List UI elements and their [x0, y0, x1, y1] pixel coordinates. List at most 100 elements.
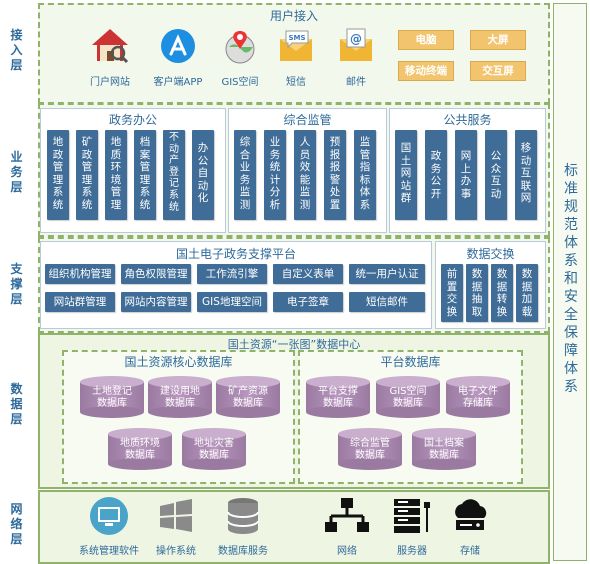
network-topology-icon [325, 498, 369, 532]
net-os-label: 操作系统 [156, 546, 196, 557]
pub-item-mobile[interactable]: 移动互联网 [515, 130, 537, 220]
db-suffix: 数据库 [233, 398, 263, 409]
terminal-bigscreen[interactable]: 大屏 [470, 30, 526, 50]
db-suffix: 数据库 [165, 398, 195, 409]
access-mail[interactable]: @ 邮件 [326, 27, 386, 88]
layer-label-business: 业务层 [10, 150, 24, 194]
db-supervision[interactable]: 综合监管数据库 [338, 428, 402, 470]
standards-security-text: 标准规范体系和安全保障体系 [564, 163, 578, 395]
layer-label-support: 支撑层 [10, 262, 24, 306]
windows-icon [160, 499, 192, 532]
support-role[interactable]: 角色权限管理 [121, 264, 191, 284]
net-server[interactable]: 服务器 [388, 496, 436, 557]
net-network-label: 网络 [337, 546, 357, 557]
db-suffix: 数据库 [355, 450, 385, 461]
terminal-mobile[interactable]: 移动终端 [398, 61, 454, 81]
app-store-icon [161, 29, 195, 63]
support-content[interactable]: 网站内容管理 [121, 292, 191, 312]
sup-item-stats[interactable]: 业务统计分析 [264, 130, 286, 220]
monitor-gear-icon [90, 497, 128, 535]
gov-item-oa[interactable]: 办公自动化 [192, 130, 214, 220]
db-suffix: 数据库 [323, 398, 353, 409]
net-storage[interactable]: 存储 [448, 496, 492, 557]
data-exchange-title: 数据交换 [466, 247, 515, 261]
db-name: 平台支撑 [318, 386, 358, 397]
access-gis[interactable]: GIS空间 [210, 27, 270, 88]
pub-item-interact[interactable]: 公众互动 [485, 130, 507, 220]
net-storage-label: 存储 [460, 546, 480, 557]
db-name: 电子文件 [458, 386, 498, 397]
sup-item-alarm[interactable]: 预报报警处置 [324, 130, 346, 220]
net-db-service[interactable]: 数据库服务 [210, 496, 276, 557]
db-name: 矿产资源 [228, 386, 268, 397]
terminal-interactive[interactable]: 交互屏 [470, 61, 526, 81]
server-icon [394, 499, 430, 533]
access-gis-label: GIS空间 [221, 77, 259, 88]
support-workflow[interactable]: 工作流引擎 [197, 264, 267, 284]
exchange-extract[interactable]: 数据抽取 [466, 264, 488, 322]
pub-item-open[interactable]: 政务公开 [425, 130, 447, 220]
supervision-title: 综合监管 [283, 113, 332, 127]
db-name: 建设用地 [160, 386, 200, 397]
db-gis-space[interactable]: GIS空间数据库 [376, 376, 440, 418]
net-system-software[interactable]: 系统管理软件 [76, 496, 142, 557]
email-envelope-icon: @ [340, 28, 372, 61]
db-suffix: 数据库 [97, 398, 127, 409]
access-mail-label: 邮件 [346, 77, 366, 88]
pub-item-websites[interactable]: 国土网站群 [395, 130, 417, 220]
db-suffix: 数据库 [393, 398, 423, 409]
support-sitegroup[interactable]: 网站群管理 [45, 292, 115, 312]
access-app[interactable]: 客户端APP [148, 27, 208, 88]
gov-item-realestate[interactable]: 不动产登记系统 [163, 130, 185, 220]
db-land-archive[interactable]: 国土档案数据库 [412, 428, 476, 470]
layer-label-access: 接入层 [10, 28, 24, 72]
db-name: 国土档案 [424, 438, 464, 449]
support-gis[interactable]: GIS地理空间 [197, 292, 267, 312]
support-org[interactable]: 组织机构管理 [45, 264, 115, 284]
access-portal[interactable]: 门户网站 [80, 27, 140, 88]
db-mineral[interactable]: 矿产资源数据库 [216, 376, 280, 418]
pub-item-online[interactable]: 网上办事 [455, 130, 477, 220]
gov-item-land[interactable]: 地政管理系统 [47, 130, 69, 220]
access-portal-label: 门户网站 [90, 77, 130, 88]
exchange-load[interactable]: 数据加载 [516, 264, 538, 322]
platform-db-title: 平台数据库 [380, 355, 441, 369]
db-suffix: 存储库 [463, 398, 493, 409]
standards-security-column: 标准规范体系和安全保障体系 [553, 3, 587, 561]
support-smsmail[interactable]: 短信邮件 [349, 292, 425, 312]
net-network[interactable]: 网络 [320, 496, 374, 557]
db-name: 土地登记 [92, 386, 132, 397]
layer-label-data: 数据层 [10, 382, 24, 426]
support-form[interactable]: 自定义表单 [273, 264, 343, 284]
support-auth[interactable]: 统一用户认证 [349, 264, 425, 284]
db-geo-hazard[interactable]: 地址灾害数据库 [182, 428, 246, 470]
gov-item-geo-env[interactable]: 地质环境管理 [105, 130, 127, 220]
net-server-label: 服务器 [397, 546, 427, 557]
platform-group: 国土电子政务支撑平台 [40, 241, 432, 329]
net-system-software-label: 系统管理软件 [79, 546, 139, 557]
sup-item-indicator[interactable]: 监管指标体系 [354, 130, 376, 220]
exchange-front[interactable]: 前置交换 [441, 264, 463, 322]
db-construction-land[interactable]: 建设用地数据库 [148, 376, 212, 418]
exchange-transform[interactable]: 数据转换 [491, 264, 513, 322]
terminal-pc[interactable]: 电脑 [398, 30, 454, 50]
support-signature[interactable]: 电子签章 [273, 292, 343, 312]
sup-item-monitor[interactable]: 综合业务监测 [234, 130, 256, 220]
access-layer: 用户接入 门户网站 客户端APP GIS空间 S [38, 3, 550, 104]
svg-text:@: @ [350, 32, 362, 46]
public-service-title: 公共服务 [443, 113, 492, 127]
house-search-icon [92, 29, 129, 64]
db-geo-environment[interactable]: 地质环境数据库 [108, 428, 172, 470]
sup-item-efficiency[interactable]: 人员效能监测 [294, 130, 316, 220]
db-land-registration[interactable]: 土地登记数据库 [80, 376, 144, 418]
db-electronic-file[interactable]: 电子文件存储库 [446, 376, 510, 418]
layer-label-network: 网络层 [10, 502, 24, 546]
sms-envelope-icon: SMS [280, 30, 312, 61]
db-suffix: 数据库 [125, 450, 155, 461]
platform-title: 国土电子政务支撑平台 [175, 247, 296, 261]
gov-item-mining[interactable]: 矿政管理系统 [76, 130, 98, 220]
access-sms[interactable]: SMS 短信 [266, 27, 326, 88]
db-platform-support[interactable]: 平台支撑数据库 [306, 376, 370, 418]
gov-item-archive[interactable]: 档案管理系统 [134, 130, 156, 220]
net-os[interactable]: 操作系统 [148, 496, 204, 557]
